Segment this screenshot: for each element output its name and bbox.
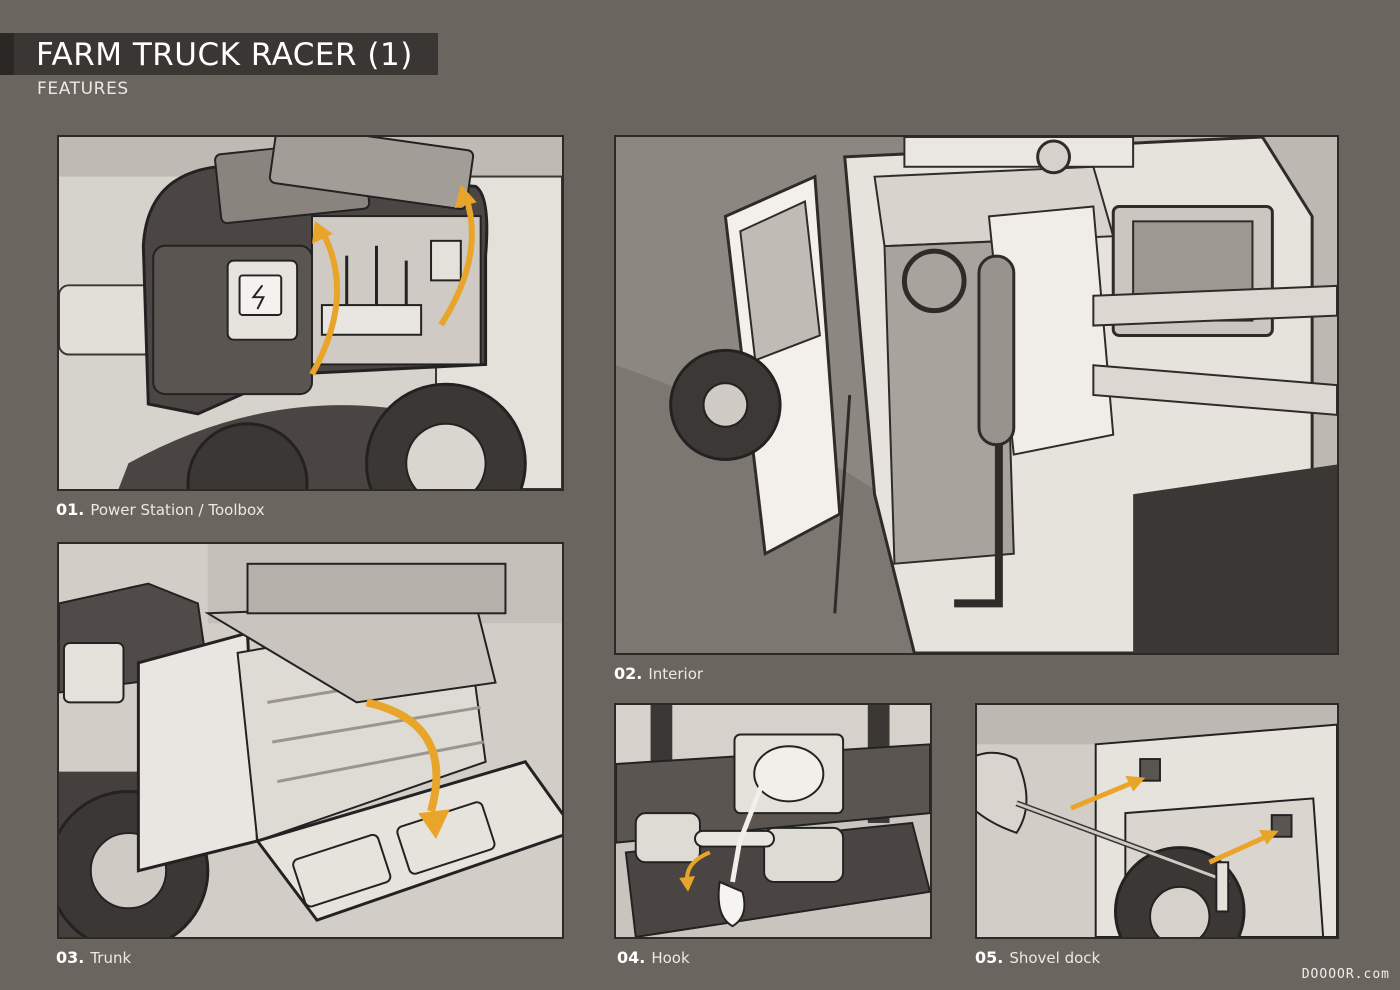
caption-number: 04. <box>617 948 646 967</box>
watermark: DOOOOR.com <box>1301 967 1390 982</box>
caption-number: 02. <box>614 664 643 683</box>
title-accent <box>0 33 14 75</box>
panel-power-station <box>57 135 564 491</box>
page-subtitle: FEATURES <box>37 79 129 99</box>
panel-interior <box>614 135 1339 655</box>
power-station-toolbox-illustration <box>59 137 562 489</box>
panel-hook <box>614 703 932 939</box>
shovel-dock-illustration <box>977 705 1337 937</box>
caption-number: 03. <box>56 948 85 967</box>
caption-label: Shovel dock <box>1009 949 1101 967</box>
caption-label: Hook <box>651 949 690 967</box>
caption-trunk: 03. Trunk <box>56 948 131 967</box>
panel-trunk <box>57 542 564 939</box>
winch-hook-illustration <box>616 705 930 937</box>
caption-label: Trunk <box>90 949 132 967</box>
panel-shovel-dock <box>975 703 1339 939</box>
truck-trunk-illustration <box>59 544 562 937</box>
caption-number: 01. <box>56 500 85 519</box>
caption-hook: 04. Hook <box>617 948 690 967</box>
caption-number: 05. <box>975 948 1004 967</box>
title-bar <box>0 33 438 75</box>
truck-interior-illustration <box>616 137 1337 653</box>
caption-label: Power Station / Toolbox <box>90 501 265 519</box>
caption-power-station: 01. Power Station / Toolbox <box>56 500 265 519</box>
caption-shovel-dock: 05. Shovel dock <box>975 948 1100 967</box>
caption-interior: 02. Interior <box>614 664 703 683</box>
caption-label: Interior <box>648 665 704 683</box>
page-title: FARM TRUCK RACER (1) <box>36 37 413 73</box>
